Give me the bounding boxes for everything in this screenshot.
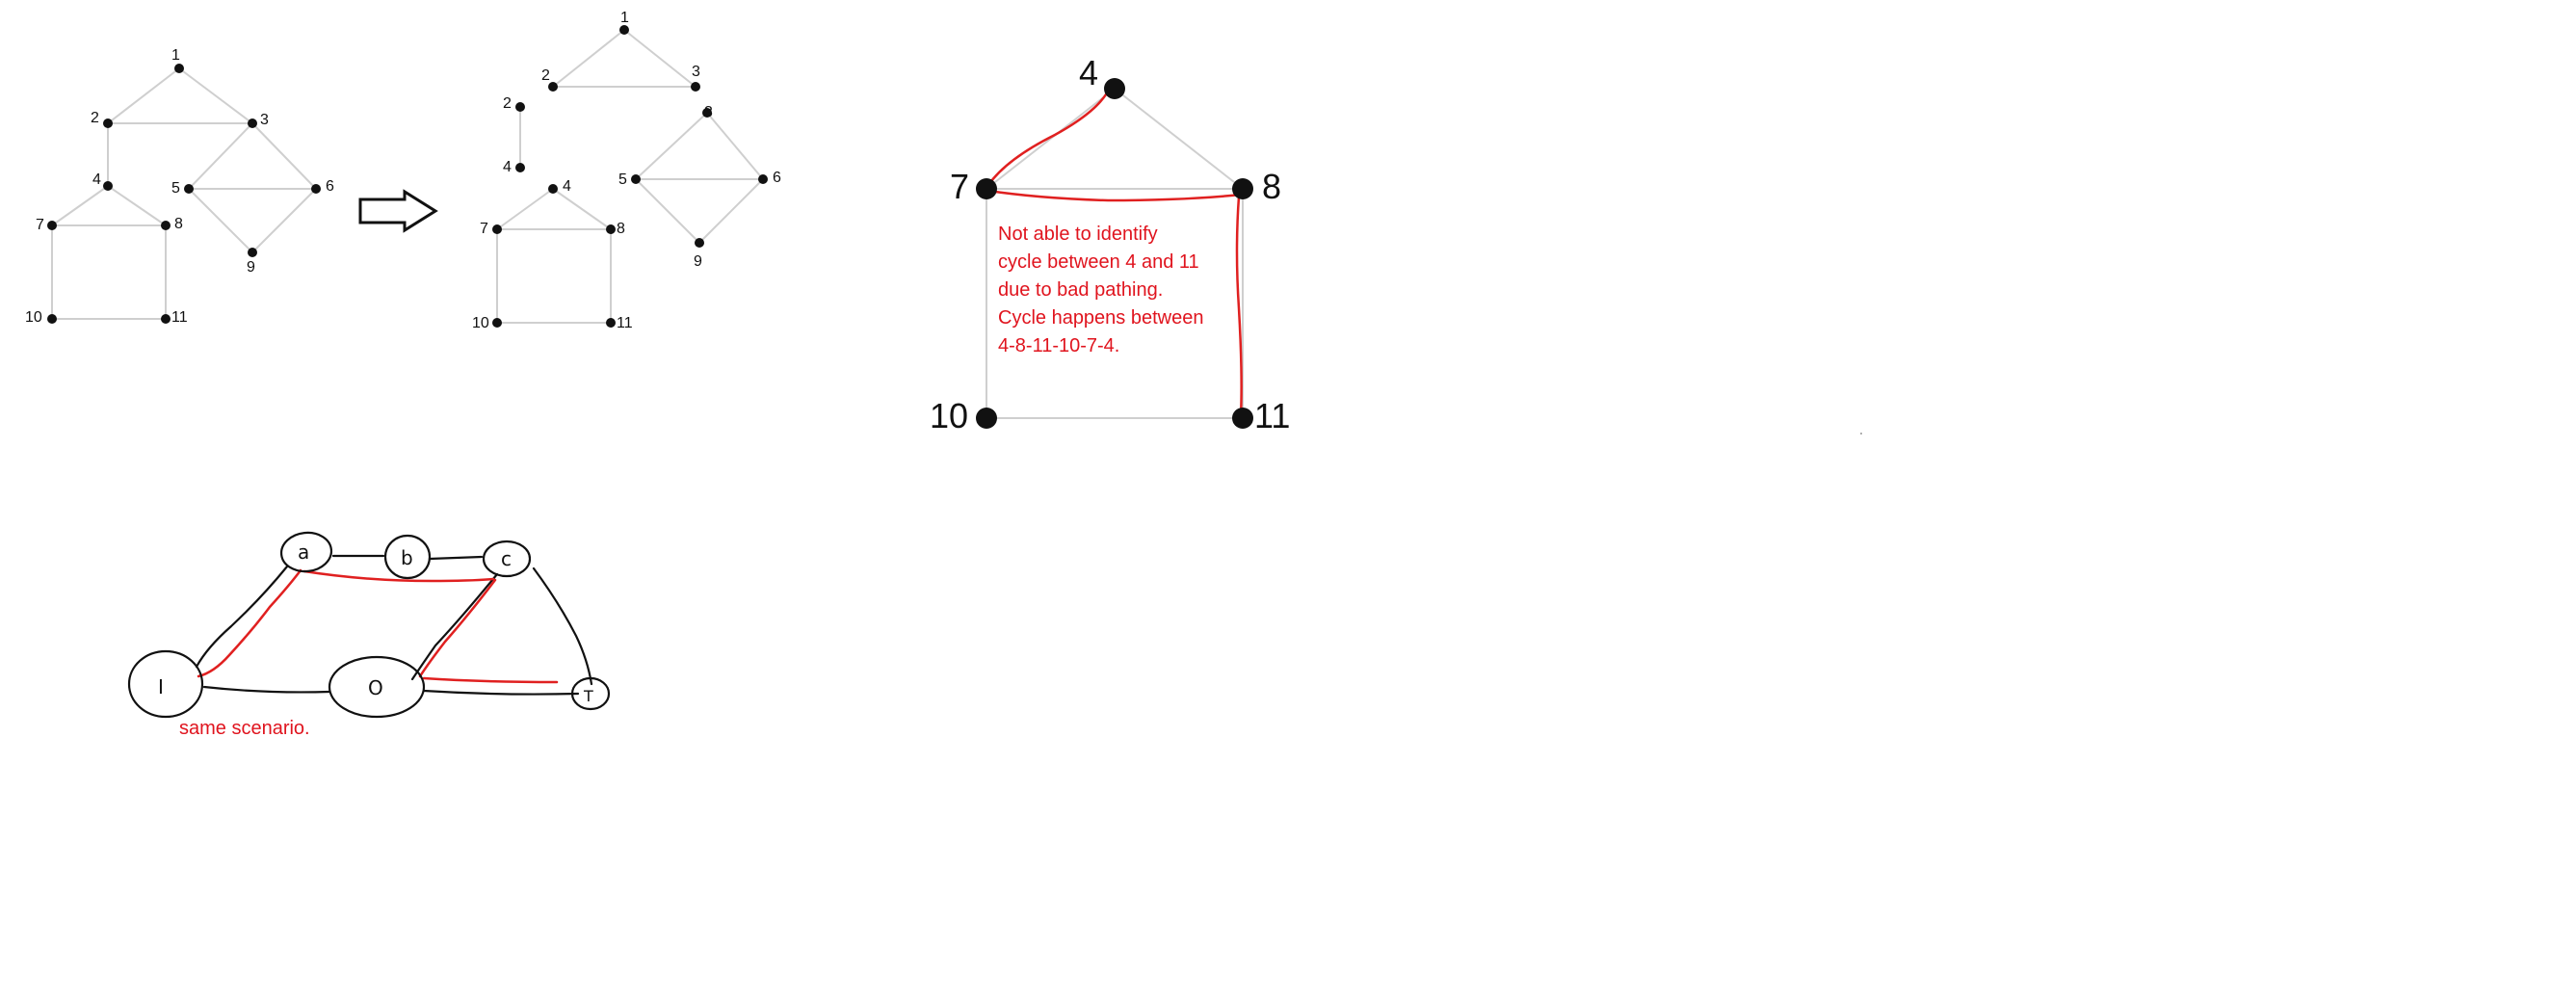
node-label: 3 [704,104,713,120]
node-label: 4 [563,178,571,195]
graph-left-nodes [47,64,321,324]
graph-zoom-nodes [976,78,1253,429]
graph-zoom: 4 7 8 10 11 [930,53,1290,435]
graph-hand-nodes [127,531,611,719]
node-label: 1 [620,10,629,26]
graph-hand: a b c I O T [127,531,611,719]
node-label: 2 [503,95,512,112]
graph-hand-edges [195,554,593,696]
node-label: 4 [1079,53,1098,92]
node-label: 6 [773,170,781,186]
node-label: O [368,676,383,699]
node-label: 8 [174,216,183,232]
graph-zoom-labels: 4 7 8 10 11 [930,53,1290,435]
graph-split-nodes [492,25,768,328]
node-label: 10 [25,309,42,326]
node-label: 3 [692,64,700,80]
graph-split-labels: 1 2 3 2 4 4 3 5 6 9 7 8 10 11 [472,10,781,331]
graph-split: 1 2 3 2 4 4 3 5 6 9 7 8 10 11 [472,10,781,331]
hand-caption: same scenario. [179,718,310,739]
node-label: 2 [91,110,99,126]
node-label: 2 [541,67,550,84]
graph-zoom-edges [986,88,1244,419]
graph-left-labels: 1 2 3 4 5 6 7 8 9 10 11 [25,47,334,326]
node-label: 7 [480,221,488,237]
node-label: 3 [260,112,269,128]
node-label: c [501,547,512,570]
cycle-note: Not able to identify cycle between 4 and… [998,224,1204,356]
right-outline-arrow-icon [358,189,438,233]
graph-zoom-red-path [986,92,1243,418]
node-label: 7 [950,167,969,206]
graph-split-edges [496,29,764,324]
node-label: I [158,675,164,698]
node-label: 4 [92,171,101,188]
node-label: 8 [1262,167,1281,206]
graph-hand-red [197,568,559,684]
node-label: 8 [617,221,625,237]
node-label: 10 [472,315,489,331]
node-label: 7 [36,217,44,233]
node-label: 11 [617,315,633,331]
graph-left: 1 2 3 4 5 6 7 8 9 10 11 [25,47,334,326]
node-label: 11 [1254,396,1290,435]
node-label: 4 [503,159,512,175]
node-label: b [401,546,413,569]
graph-left-edges [51,67,317,320]
node-label: 6 [326,178,334,195]
node-label: 10 [930,396,968,435]
speck [1860,433,1862,435]
node-label: 9 [247,259,255,276]
node-label: 1 [171,47,180,64]
node-label: 5 [171,180,180,197]
node-label: 11 [171,309,188,326]
node-label: a [298,540,309,564]
node-label: T [583,687,593,705]
node-label: 9 [694,253,702,270]
node-label: 5 [618,171,627,188]
graph-hand-labels: a b c I O T [158,540,593,705]
